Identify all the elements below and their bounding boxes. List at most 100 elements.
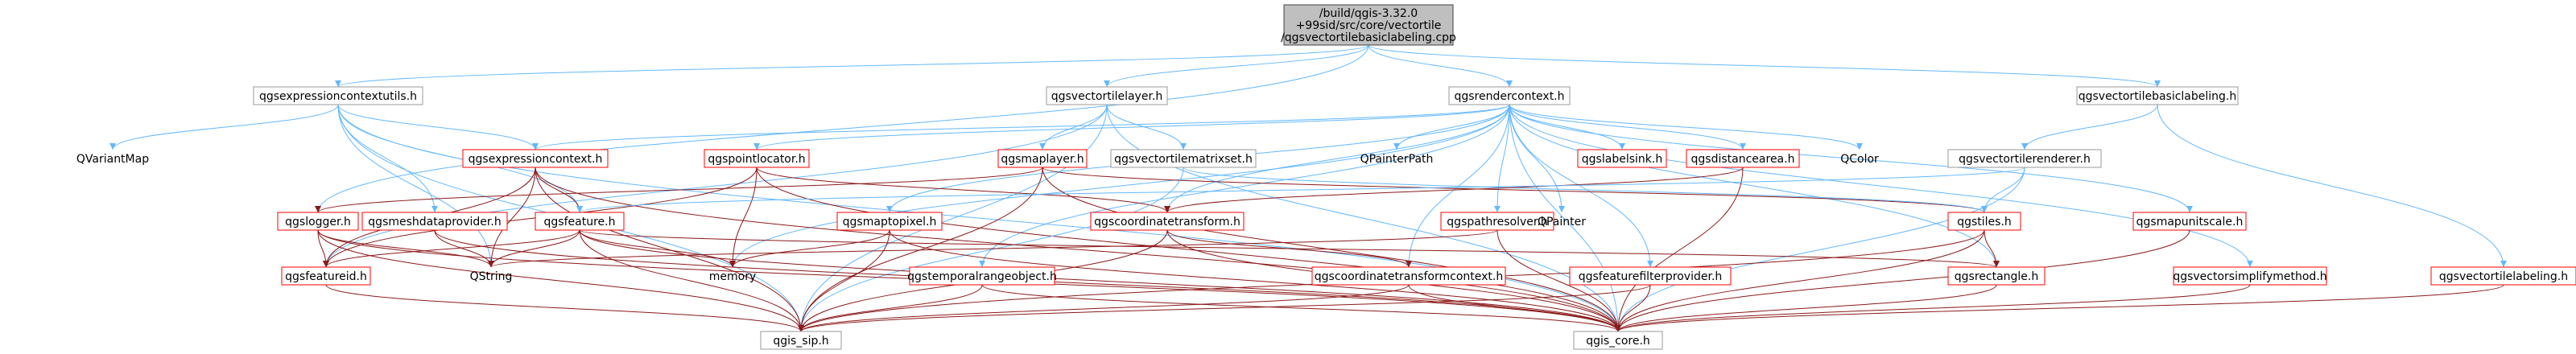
node-label: qgsrectangle.h bbox=[1955, 270, 2038, 283]
edge-temporalrange-to-qgissip bbox=[798, 284, 983, 332]
edge-distancearea-to-qgiscore bbox=[1615, 167, 1744, 332]
edge-maptopixel-to-qgissip bbox=[798, 229, 890, 332]
edge-vtlayer-to-maplayer bbox=[1039, 104, 1108, 150]
node-renderctx[interactable]: qgsrendercontext.h bbox=[1448, 86, 1571, 105]
node-label: qgspathresolver.h bbox=[1447, 216, 1547, 228]
node-label: QPainter bbox=[1538, 216, 1586, 228]
node-box bbox=[1947, 149, 2102, 168]
node-logger[interactable]: qgslogger.h bbox=[277, 212, 359, 231]
node-label: qgscoordinatetransform.h bbox=[1094, 216, 1241, 228]
node-tiles[interactable]: qgstiles.h bbox=[1947, 212, 2021, 231]
edge-exprctxutils-to-qvariantmap bbox=[109, 104, 339, 150]
edge-vtlabeling-to-qgiscore bbox=[1615, 284, 2504, 332]
node-meshdataprovider[interactable]: qgsmeshdataprovider.h bbox=[361, 212, 508, 231]
node-mapunitscale[interactable]: qgsmapunitscale.h bbox=[2132, 212, 2247, 231]
node-label: qgis_core.h bbox=[1586, 335, 1650, 348]
node-vtlayer[interactable]: qgsvectortilelayer.h bbox=[1046, 86, 1168, 105]
node-vtbasiclabeling[interactable]: qgsvectortilebasiclabeling.h bbox=[2076, 86, 2239, 105]
edge-meshdataprovider-to-qstring bbox=[434, 229, 494, 268]
node-label: qgsmaptopixel.h bbox=[843, 216, 937, 228]
node-featurefilter[interactable]: qgsfeaturefilterprovider.h bbox=[1569, 266, 1732, 286]
node-vtmatrixset[interactable]: qgsvectortilematrixset.h bbox=[1110, 149, 1257, 168]
edge-renderctx-to-rectangle bbox=[1509, 104, 2000, 268]
edge-vtlayer-to-qgissip bbox=[798, 104, 1108, 332]
node-vtrenderer[interactable]: qgsvectortilerenderer.h bbox=[1947, 149, 2102, 168]
node-rectangle[interactable]: qgsrectangle.h bbox=[1947, 266, 2046, 286]
node-coordtransformctx[interactable]: qgscoordinatetransformcontext.h bbox=[1311, 266, 1506, 286]
node-box bbox=[277, 212, 359, 231]
node-qpainter[interactable]: QPainter bbox=[1534, 212, 1590, 230]
node-qgiscore[interactable]: qgis_core.h bbox=[1573, 331, 1663, 350]
edge-vtlayer-to-featureid bbox=[323, 104, 1108, 268]
node-maptopixel[interactable]: qgsmaptopixel.h bbox=[836, 212, 943, 231]
node-coordtransform[interactable]: qgscoordinatetransform.h bbox=[1090, 212, 1245, 231]
node-box bbox=[1686, 149, 1800, 168]
edge-vtlayer-to-qgiscore bbox=[1106, 104, 1621, 332]
node-qvariantmap[interactable]: QVariantMap bbox=[76, 150, 149, 167]
node-qgissip[interactable]: qgis_sip.h bbox=[760, 331, 842, 350]
node-box bbox=[704, 149, 810, 168]
edge-featurefilter-to-qgissip bbox=[798, 284, 1651, 332]
node-box bbox=[1947, 266, 2046, 286]
node-label: qgspointlocator.h bbox=[708, 153, 805, 166]
node-box bbox=[462, 149, 609, 168]
edge-renderctx-to-qcolor bbox=[1509, 104, 1863, 150]
node-box bbox=[1448, 86, 1571, 105]
node-label: qgsvectortilerenderer.h bbox=[1959, 153, 2091, 166]
node-pathresolver[interactable]: qgspathresolver.h bbox=[1440, 212, 1554, 231]
edge-renderctx-to-qgiscore bbox=[1509, 104, 1621, 332]
edge-vtrenderer-to-feature bbox=[576, 167, 2025, 213]
edge-pointlocator-to-coordtransform bbox=[756, 167, 1170, 213]
node-label: qgsfeaturefilterprovider.h bbox=[1579, 270, 1723, 283]
edge-exprctxutils-to-qgiscore bbox=[337, 104, 1621, 332]
node-box bbox=[1569, 266, 1732, 286]
node-qpainterpath[interactable]: QPainterPath bbox=[1356, 150, 1437, 167]
edge-root-to-logger bbox=[315, 44, 1369, 213]
node-labelsink[interactable]: qgslabelsink.h bbox=[1577, 149, 1667, 168]
node-box bbox=[1577, 149, 1667, 168]
edge-root-to-exprctxutils bbox=[335, 44, 1369, 88]
node-label: qgsvectorsimplifymethod.h bbox=[2173, 270, 2326, 283]
node-box bbox=[1440, 212, 1554, 231]
node-label: qgsvectortilebasiclabeling.h bbox=[2079, 90, 2237, 103]
node-feature[interactable]: qgsfeature.h bbox=[535, 212, 625, 231]
edge-root-to-renderctx bbox=[1368, 44, 1513, 88]
node-box bbox=[2132, 212, 2247, 231]
edge-pathresolver-to-qstring bbox=[488, 229, 1498, 268]
edge-renderctx-to-exprctx bbox=[532, 104, 1510, 150]
nodes-layer: /build/qgis-3.32.0+99sid/src/core/vector… bbox=[76, 4, 2576, 350]
node-label: qgsrendercontext.h bbox=[1454, 90, 1564, 103]
node-label: qgstiles.h bbox=[1957, 216, 2012, 228]
node-distancearea[interactable]: qgsdistancearea.h bbox=[1686, 149, 1800, 168]
node-box bbox=[836, 212, 943, 231]
node-label: QVariantMap bbox=[76, 153, 149, 166]
node-box bbox=[361, 212, 508, 231]
edge-exprctx-to-feature bbox=[535, 167, 583, 213]
node-box bbox=[2173, 266, 2327, 286]
node-exprctxutils[interactable]: qgsexpressioncontextutils.h bbox=[253, 86, 423, 105]
edge-maptopixel-to-memory bbox=[729, 229, 890, 268]
node-memory[interactable]: memory bbox=[704, 267, 761, 285]
node-featureid[interactable]: qgsfeatureid.h bbox=[281, 266, 371, 286]
node-qstring[interactable]: QString bbox=[459, 267, 523, 285]
edge-maplayer-to-tiles bbox=[1042, 167, 1988, 213]
node-root[interactable]: /build/qgis-3.32.0+99sid/src/core/vector… bbox=[1281, 4, 1456, 46]
node-box bbox=[1573, 331, 1663, 350]
node-vtlabeling[interactable]: qgsvectortilelabeling.h bbox=[2430, 266, 2576, 286]
node-label: QString bbox=[470, 270, 513, 283]
node-exprctx[interactable]: qgsexpressioncontext.h bbox=[462, 149, 609, 168]
node-box bbox=[909, 266, 1055, 286]
node-temporalrange[interactable]: qgstemporalrangeobject.h bbox=[907, 266, 1057, 286]
node-pointlocator[interactable]: qgspointlocator.h bbox=[704, 149, 810, 168]
edge-renderctx-to-featurefilter bbox=[1509, 104, 1653, 268]
edge-simplifymethod-to-qgiscore bbox=[1615, 284, 2251, 332]
node-label: qgsfeatureid.h bbox=[285, 270, 367, 283]
edge-coordtransform-to-coordtransformctx bbox=[1166, 229, 1412, 268]
edge-feature-to-qgissip bbox=[579, 229, 804, 332]
node-simplifymethod[interactable]: qgsvectorsimplifymethod.h bbox=[2173, 266, 2327, 286]
node-maplayer[interactable]: qgsmaplayer.h bbox=[997, 149, 1088, 168]
node-qcolor[interactable]: QColor bbox=[1831, 150, 1888, 167]
node-label: qgsvectortilelabeling.h bbox=[2439, 270, 2568, 283]
edge-rectangle-to-qgiscore bbox=[1615, 284, 1997, 332]
node-label: qgsmaplayer.h bbox=[1001, 153, 1084, 166]
